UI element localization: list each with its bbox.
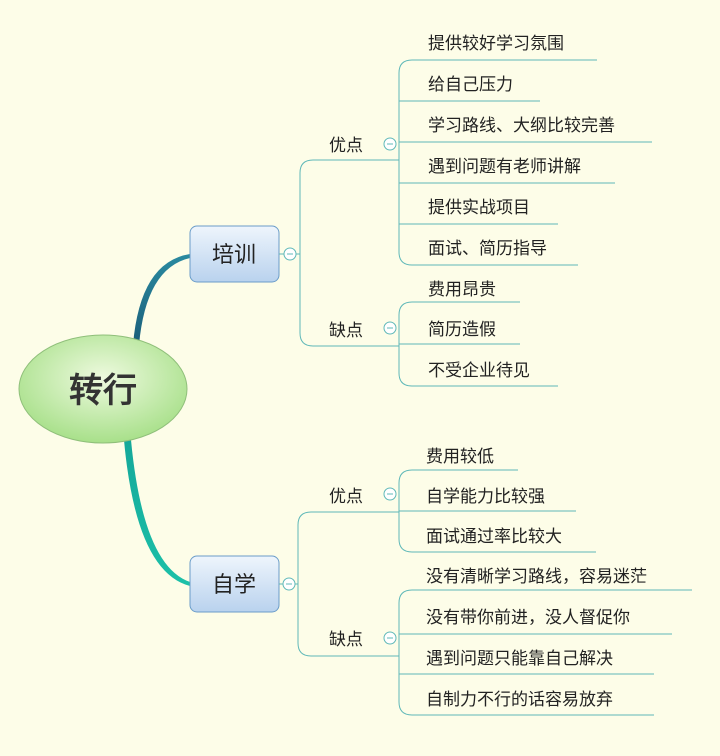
list-item[interactable]: 没有清晰学习路线，容易迷茫 [412,567,692,591]
connector-line [399,100,412,225]
collapse-toggle[interactable] [383,487,397,501]
list-item[interactable]: 提供实战项目 [412,198,558,225]
list-item[interactable]: 学习路线、大纲比较完善 [412,116,652,143]
branch-label: 培训 [212,243,256,268]
root-node[interactable]: 转行 [18,334,188,444]
branch-label: 自学 [212,573,256,598]
list-item[interactable]: 不受企业待见 [412,361,558,387]
list-item[interactable]: 面试、简历指导 [412,239,578,266]
leaf-label: 自制力不行的话容易放弃 [426,690,613,710]
list-item[interactable]: 自制力不行的话容易放弃 [412,690,654,716]
group-node-self-pros[interactable]: 优点 [323,487,384,513]
leaf-label: 费用昂贵 [428,280,496,300]
leaf-label: 提供较好学习氛围 [428,34,564,54]
connector-line [384,59,413,266]
leaf-label: 没有清晰学习路线，容易迷茫 [426,567,647,587]
list-item[interactable]: 提供较好学习氛围 [412,34,597,61]
group-node-training-cons[interactable]: 缺点 [323,321,384,347]
group-node-training-pros[interactable]: 优点 [323,136,384,161]
connector-line [295,511,324,657]
group-label: 缺点 [329,630,363,650]
root-label: 转行 [69,371,137,411]
group-label: 优点 [329,487,363,507]
trunk-connector [133,254,190,345]
list-item[interactable]: 面试通过率比较大 [412,527,596,553]
leaf-label: 面试、简历指导 [428,239,547,259]
leaf-label: 自学能力比较强 [426,487,545,507]
list-item[interactable]: 费用昂贵 [412,280,520,303]
leaf-label: 给自己压力 [428,75,513,95]
connector-line [384,589,413,716]
leaf-label: 遇到问题有老师讲解 [428,157,581,177]
trunk-connector [124,440,190,586]
branch-node-training[interactable]: 培训 [189,225,280,283]
connector-line [384,469,413,553]
list-item[interactable]: 自学能力比较强 [412,487,576,512]
list-item[interactable]: 简历造假 [412,320,520,345]
collapse-toggle[interactable] [383,631,397,645]
leaf-label: 遇到问题只能靠自己解决 [426,649,613,669]
leaf-label: 费用较低 [426,447,494,467]
group-label: 优点 [329,136,363,156]
list-item[interactable]: 遇到问题只能靠自己解决 [412,649,654,675]
branch-node-self-study[interactable]: 自学 [189,555,280,613]
leaf-label: 提供实战项目 [428,198,530,218]
collapse-toggle[interactable] [279,247,297,261]
leaf-label: 简历造假 [428,320,496,340]
group-node-self-cons[interactable]: 缺点 [323,630,384,657]
connector-line [296,159,324,347]
collapse-toggle[interactable] [383,137,397,151]
collapse-toggle[interactable] [383,321,397,335]
leaf-label: 没有带你前进，没人督促你 [426,608,630,628]
list-item[interactable]: 没有带你前进，没人督促你 [412,608,672,635]
list-item[interactable]: 遇到问题有老师讲解 [412,157,615,184]
group-label: 缺点 [329,321,363,341]
connector-line [384,301,413,387]
leaf-label: 不受企业待见 [428,361,530,381]
list-item[interactable]: 给自己压力 [412,75,540,102]
leaf-label: 面试通过率比较大 [426,527,562,547]
collapse-toggle[interactable] [279,577,296,591]
leaf-label: 学习路线、大纲比较完善 [428,116,615,136]
list-item[interactable]: 费用较低 [412,447,518,471]
